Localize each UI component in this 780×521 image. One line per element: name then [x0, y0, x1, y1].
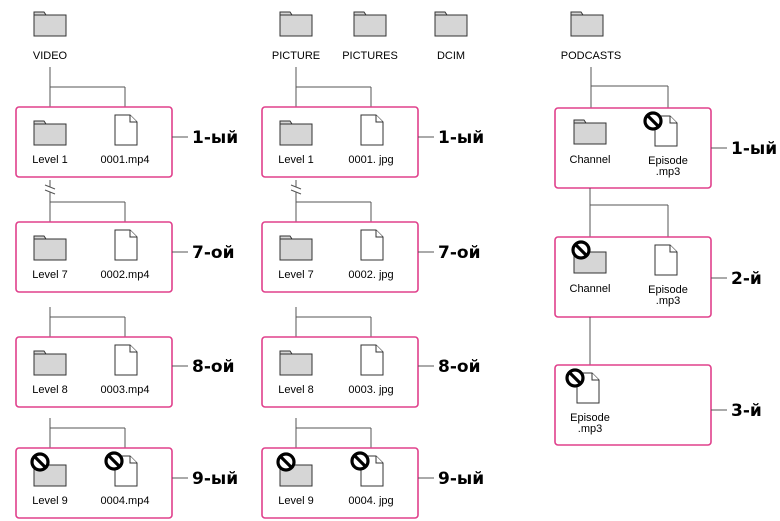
- prohibited-icon: [30, 452, 50, 472]
- level-label: 9-ый: [192, 469, 238, 489]
- file-icon: [360, 229, 384, 261]
- prohibited-icon: [565, 368, 585, 388]
- level-label: 7-ой: [192, 243, 234, 263]
- folder-name: Level 8: [278, 384, 313, 396]
- level-label: 1-ый: [438, 128, 484, 148]
- file-name: Episode: [648, 284, 688, 296]
- file-ext: .mp3: [656, 166, 680, 178]
- prohibited-icon: [571, 240, 591, 260]
- file-name: 0002.mp4: [101, 269, 150, 281]
- root-folder-label: PICTURES: [342, 50, 398, 62]
- folder-name: Level 1: [32, 154, 67, 166]
- picture-root-folder-icon: [279, 11, 313, 37]
- folder-name: Level 9: [278, 495, 313, 507]
- file-name: 0003. jpg: [348, 384, 393, 396]
- folder-icon: [279, 235, 313, 261]
- folder-name: Level 7: [278, 269, 313, 281]
- level-label: 8-ой: [192, 357, 234, 377]
- root-folder-label: PODCASTS: [561, 50, 622, 62]
- folder-icon: [573, 119, 607, 145]
- file-name: 0002. jpg: [348, 269, 393, 281]
- folder-icon: [33, 120, 67, 146]
- file-name: 0001. jpg: [348, 154, 393, 166]
- root-folder-label: DCIM: [437, 50, 465, 62]
- file-name: 0004. jpg: [348, 495, 393, 507]
- file-ext: .mp3: [656, 295, 680, 307]
- folder-name: Level 1: [278, 154, 313, 166]
- file-icon: [360, 114, 384, 146]
- file-name: Episode: [570, 412, 610, 424]
- root-folder-label: VIDEO: [33, 50, 68, 62]
- file-name: 0001.mp4: [101, 154, 150, 166]
- root-folder-label: PICTURE: [272, 50, 320, 62]
- folder-name: Level 9: [32, 495, 67, 507]
- picture-root-folder-icon: [434, 11, 468, 37]
- level-label: 9-ый: [438, 469, 484, 489]
- folder-icon: [33, 350, 67, 376]
- prohibited-icon: [104, 451, 124, 471]
- prohibited-icon: [643, 111, 663, 131]
- folder-icon: [279, 120, 313, 146]
- level-label: 3-й: [731, 401, 762, 421]
- file-icon: [114, 229, 138, 261]
- level-label: 2-й: [731, 269, 762, 289]
- prohibited-icon: [350, 451, 370, 471]
- picture-root-folder-icon: [353, 11, 387, 37]
- folder-icon: [33, 235, 67, 261]
- folder-icon: [279, 350, 313, 376]
- folder-name: Level 7: [32, 269, 67, 281]
- file-ext: .mp3: [578, 423, 602, 435]
- file-icon: [360, 344, 384, 376]
- level-label: 8-ой: [438, 357, 480, 377]
- video-root-folder-icon: [33, 11, 67, 37]
- folder-name: Level 8: [32, 384, 67, 396]
- file-icon: [654, 244, 678, 276]
- file-icon: [114, 344, 138, 376]
- folder-name: Channel: [570, 154, 611, 166]
- prohibited-icon: [276, 452, 296, 472]
- break-mark: [290, 184, 302, 190]
- break-mark: [44, 184, 56, 190]
- file-name: Episode: [648, 155, 688, 167]
- file-name: 0004.mp4: [101, 495, 150, 507]
- level-label: 7-ой: [438, 243, 480, 263]
- file-icon: [114, 114, 138, 146]
- file-name: 0003.mp4: [101, 384, 150, 396]
- level-label: 1-ый: [731, 139, 777, 159]
- podcasts-root-folder-icon: [570, 11, 604, 37]
- level-label: 1-ый: [192, 128, 238, 148]
- folder-name: Channel: [570, 283, 611, 295]
